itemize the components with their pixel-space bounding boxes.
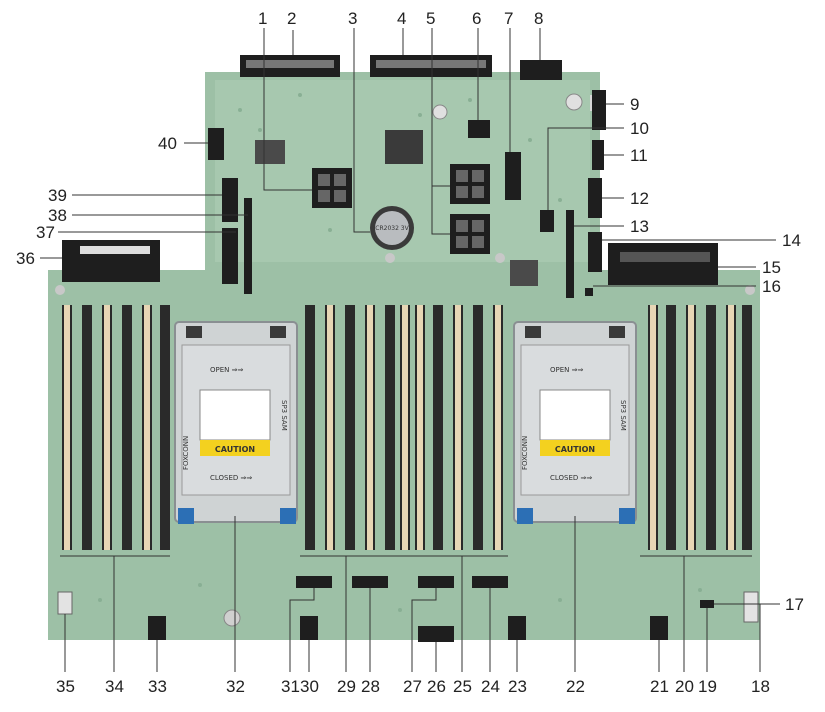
- callout-26: 26: [427, 677, 446, 696]
- svg-text:SP3 SAM: SP3 SAM: [280, 400, 288, 431]
- callout-11: 11: [630, 146, 648, 165]
- callout-12: 12: [630, 189, 649, 208]
- connector-40: [208, 128, 224, 160]
- callout-1: 1: [258, 9, 267, 28]
- callout-33: 33: [148, 677, 167, 696]
- callout-3: 3: [348, 9, 357, 28]
- callout-40: 40: [158, 134, 177, 153]
- svg-text:FOXCONN: FOXCONN: [182, 436, 190, 470]
- callout-6: 6: [472, 9, 481, 28]
- svg-text:CR2032 3V: CR2032 3V: [375, 225, 409, 232]
- connector-37: [222, 228, 238, 284]
- callout-36: 36: [16, 249, 35, 268]
- connector-15: [608, 243, 718, 285]
- connector-12: [588, 178, 602, 218]
- callout-30: 30: [300, 677, 319, 696]
- connector-31: [296, 576, 332, 588]
- callout-27: 27: [403, 677, 422, 696]
- connector-35: [57, 591, 73, 615]
- svg-text:CLOSED ⇒⇒: CLOSED ⇒⇒: [210, 474, 252, 482]
- connector-33: [148, 616, 166, 640]
- svg-text:CLOSED ⇒⇒: CLOSED ⇒⇒: [550, 474, 592, 482]
- callout-10: 10: [630, 119, 649, 138]
- callout-4: 4: [397, 9, 406, 28]
- callout-20: 20: [675, 677, 694, 696]
- connector-26: [418, 626, 454, 642]
- callout-23: 23: [508, 677, 527, 696]
- callout-13: 13: [630, 217, 649, 236]
- connector-19: [700, 600, 714, 608]
- callout-21: 21: [650, 677, 669, 696]
- svg-text:CAUTION: CAUTION: [215, 445, 255, 454]
- callout-29: 29: [337, 677, 356, 696]
- callout-19: 19: [698, 677, 717, 696]
- callout-15: 15: [762, 258, 781, 277]
- connector-5-lower: [450, 214, 490, 254]
- connector-30: [300, 616, 318, 640]
- connector-28: [352, 576, 388, 588]
- connector-4: [370, 55, 492, 77]
- dimm-bank-29: [305, 305, 410, 550]
- callout-24: 24: [481, 677, 500, 696]
- callout-16: 16: [762, 277, 781, 296]
- connector-38: [244, 198, 252, 294]
- connector-7: [505, 152, 521, 200]
- dimm-bank-34: [62, 305, 170, 550]
- dimm-bank-25: [415, 305, 503, 550]
- callout-25: 25: [453, 677, 472, 696]
- cpu-socket-22: CAUTION OPEN ⇒⇒ CLOSED ⇒⇒ FOXCONN SP3 SA…: [513, 321, 637, 524]
- connector-6: [468, 120, 490, 138]
- connector-17: [743, 591, 759, 623]
- svg-text:OPEN ⇒⇒: OPEN ⇒⇒: [210, 366, 243, 374]
- connector-11: [592, 140, 604, 170]
- svg-text:OPEN ⇒⇒: OPEN ⇒⇒: [550, 366, 583, 374]
- connector-27: [418, 576, 454, 588]
- callout-39: 39: [48, 186, 67, 205]
- svg-text:SP3 SAM: SP3 SAM: [619, 400, 627, 431]
- svg-text:FOXCONN: FOXCONN: [521, 436, 529, 470]
- callout-7: 7: [504, 9, 513, 28]
- callout-22: 22: [566, 677, 585, 696]
- callout-18: 18: [751, 677, 770, 696]
- callout-17: 17: [785, 595, 804, 614]
- callout-numbers: 1 2 3 4 5 6 7 8 9 10 11 12 13 14 15 16 1…: [16, 9, 804, 696]
- callout-28: 28: [361, 677, 380, 696]
- callout-5: 5: [426, 9, 435, 28]
- dimm-bank-20: [648, 305, 752, 550]
- connector-39: [222, 178, 238, 222]
- connector-16: [585, 288, 593, 296]
- connector-21: [650, 616, 668, 640]
- callout-38: 38: [48, 206, 67, 225]
- callout-9: 9: [630, 95, 639, 114]
- connector-8: [520, 60, 562, 80]
- callout-35: 35: [56, 677, 75, 696]
- callout-2: 2: [287, 9, 296, 28]
- callout-14: 14: [782, 231, 801, 250]
- connector-2: [240, 55, 340, 77]
- connector-14: [588, 232, 602, 272]
- connector-24: [472, 576, 508, 588]
- callout-37: 37: [36, 223, 55, 242]
- connector-9: [592, 90, 606, 130]
- coin-battery: CR2032 3V: [370, 206, 414, 250]
- connector-13: [566, 210, 574, 298]
- callout-8: 8: [534, 9, 543, 28]
- connector-1: [312, 168, 352, 208]
- connector-5-upper: [450, 164, 490, 204]
- callout-lines: [40, 28, 780, 672]
- cpu-socket-32: CAUTION OPEN ⇒⇒ CLOSED ⇒⇒ FOXCONN SP3 SA…: [174, 321, 298, 524]
- svg-text:CAUTION: CAUTION: [555, 445, 595, 454]
- connector-10: [540, 210, 554, 232]
- connector-23: [508, 616, 526, 640]
- callout-32: 32: [226, 677, 245, 696]
- connector-36: [62, 240, 160, 282]
- callout-31: 31: [281, 677, 300, 696]
- callout-34: 34: [105, 677, 124, 696]
